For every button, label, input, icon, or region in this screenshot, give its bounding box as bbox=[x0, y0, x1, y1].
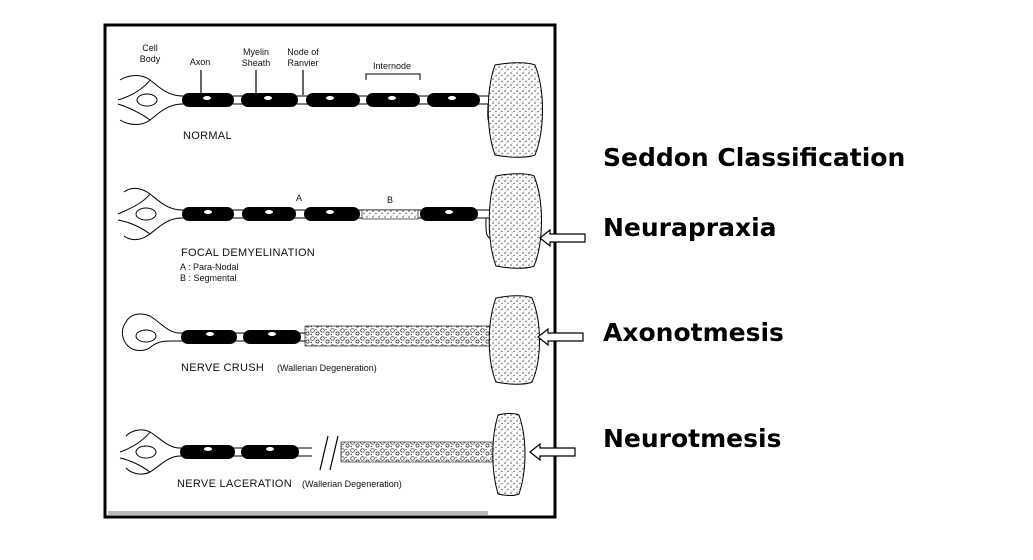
cell-body bbox=[117, 75, 184, 125]
degenerated-segment bbox=[304, 325, 498, 347]
label-internode: Internode bbox=[373, 61, 411, 71]
demyelinated-segment bbox=[361, 209, 419, 220]
cell-body bbox=[119, 429, 181, 475]
muscle-fiber bbox=[492, 413, 526, 496]
myelin-segment bbox=[306, 93, 360, 107]
myelin-segment bbox=[241, 445, 299, 459]
svg-text:Node of: Node of bbox=[287, 47, 319, 57]
svg-text:Ranvier: Ranvier bbox=[287, 58, 318, 68]
myelin-segment bbox=[243, 330, 301, 344]
myelin-segment bbox=[181, 330, 237, 344]
svg-text:Sheath: Sheath bbox=[242, 58, 271, 68]
panel-title-normal: NORMAL bbox=[183, 130, 232, 142]
myelin-segment bbox=[427, 93, 480, 107]
arrow-left-icon bbox=[537, 327, 584, 347]
panel-title-crush: NERVE CRUSH bbox=[181, 362, 264, 374]
panel-nerve-laceration: NERVE LACERATION (Wallerian Degeneration… bbox=[119, 413, 526, 496]
label-neurotmesis: Neurotmesis bbox=[603, 424, 781, 453]
cell-body bbox=[121, 313, 181, 351]
cut-mark bbox=[329, 435, 339, 471]
muscle-fiber bbox=[487, 62, 543, 158]
label-axon: Axon bbox=[190, 57, 211, 67]
label-cell-body: Cell Body bbox=[140, 43, 161, 64]
cell-body bbox=[117, 187, 183, 241]
panel-title-focal: FOCAL DEMYELINATION bbox=[181, 247, 315, 259]
panel-nerve-crush: NERVE CRUSH (Wallerian Degeneration) bbox=[121, 295, 540, 385]
myelin-segment bbox=[180, 445, 235, 459]
label-neurapraxia: Neurapraxia bbox=[603, 213, 777, 242]
muscle-fiber bbox=[488, 173, 542, 269]
svg-text:Body: Body bbox=[140, 54, 161, 64]
arrow-left-icon bbox=[529, 442, 576, 462]
arrow-left-icon bbox=[539, 228, 586, 248]
svg-text:Cell: Cell bbox=[142, 43, 158, 53]
panel-normal: Cell Body Axon Myelin Sheath Node of Ran… bbox=[117, 43, 543, 158]
myelin-segment bbox=[182, 93, 234, 107]
classification-heading: Seddon Classification bbox=[603, 143, 905, 172]
myelin-segment bbox=[304, 207, 360, 221]
legend-para-nodal: A : Para-Nodal bbox=[180, 262, 239, 272]
cut-mark bbox=[319, 435, 329, 471]
panel-focal-demyelination: A B FOCAL DEMYELINATION A : Para-Nodal B… bbox=[117, 173, 542, 283]
panel-subtitle-crush: (Wallerian Degeneration) bbox=[277, 363, 377, 373]
myelin-segment bbox=[366, 93, 420, 107]
panel-subtitle-laceration: (Wallerian Degeneration) bbox=[302, 479, 402, 489]
label-axonotmesis: Axonotmesis bbox=[603, 318, 784, 347]
label-myelin-sheath: Myelin Sheath bbox=[242, 47, 271, 68]
label-node-of-ranvier: Node of Ranvier bbox=[287, 47, 319, 68]
svg-text:Myelin: Myelin bbox=[243, 47, 269, 57]
caption-remnant bbox=[108, 511, 488, 515]
myelin-segment bbox=[241, 93, 298, 107]
internode-bracket bbox=[365, 73, 421, 80]
panel-title-laceration: NERVE LACERATION bbox=[177, 478, 292, 490]
marker-b: B bbox=[387, 195, 393, 205]
degenerated-segment bbox=[340, 441, 499, 463]
muscle-fiber bbox=[488, 295, 540, 385]
marker-a: A bbox=[296, 193, 302, 203]
legend-segmental: B : Segmental bbox=[180, 273, 237, 283]
